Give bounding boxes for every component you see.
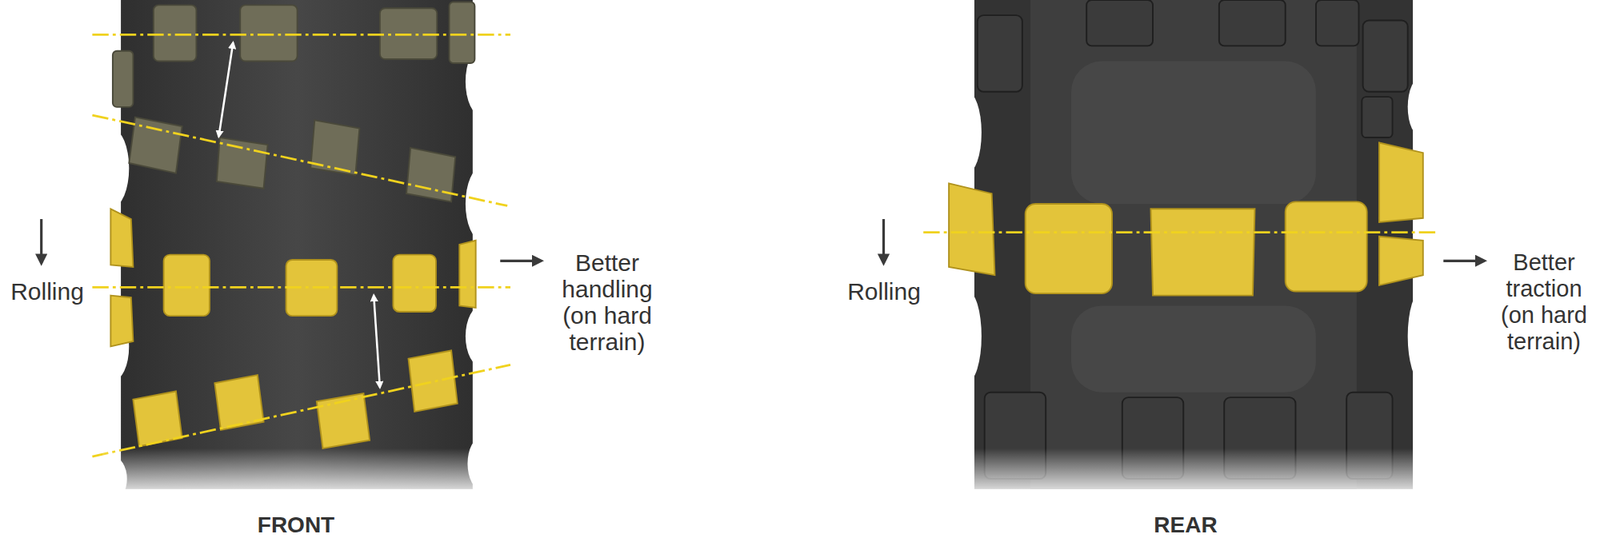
annotation-label: Better handling (on hard terrain) [554,249,660,356]
rolling-arrow [40,219,43,264]
knob-row-line [92,34,511,457]
pointer-arrow [1443,260,1484,263]
grey-knobs [112,2,475,203]
tire-body [120,0,473,490]
tire-center [1071,60,1316,204]
panel-caption: REAR [1105,513,1266,538]
front-tire [41,0,542,502]
fade [959,448,1428,495]
tire-body [974,0,1413,490]
pointer-arrow [500,260,541,263]
annotation-label: Better traction (on hard terrain) [1494,249,1594,356]
rear-tire [884,0,1485,495]
black-knobs [977,0,1408,480]
side-scallops [96,47,499,502]
knob-row-line [923,231,1439,234]
panel-caption: FRONT [216,513,376,538]
annotation-label: Rolling [3,278,92,305]
spacing-arrow [218,43,380,388]
annotation-label: Rolling [840,278,928,305]
fade [102,448,490,495]
yellow-knobs [948,142,1424,296]
tire-center [1071,305,1316,392]
side-scallops [952,76,1436,383]
rolling-arrow [882,219,885,264]
